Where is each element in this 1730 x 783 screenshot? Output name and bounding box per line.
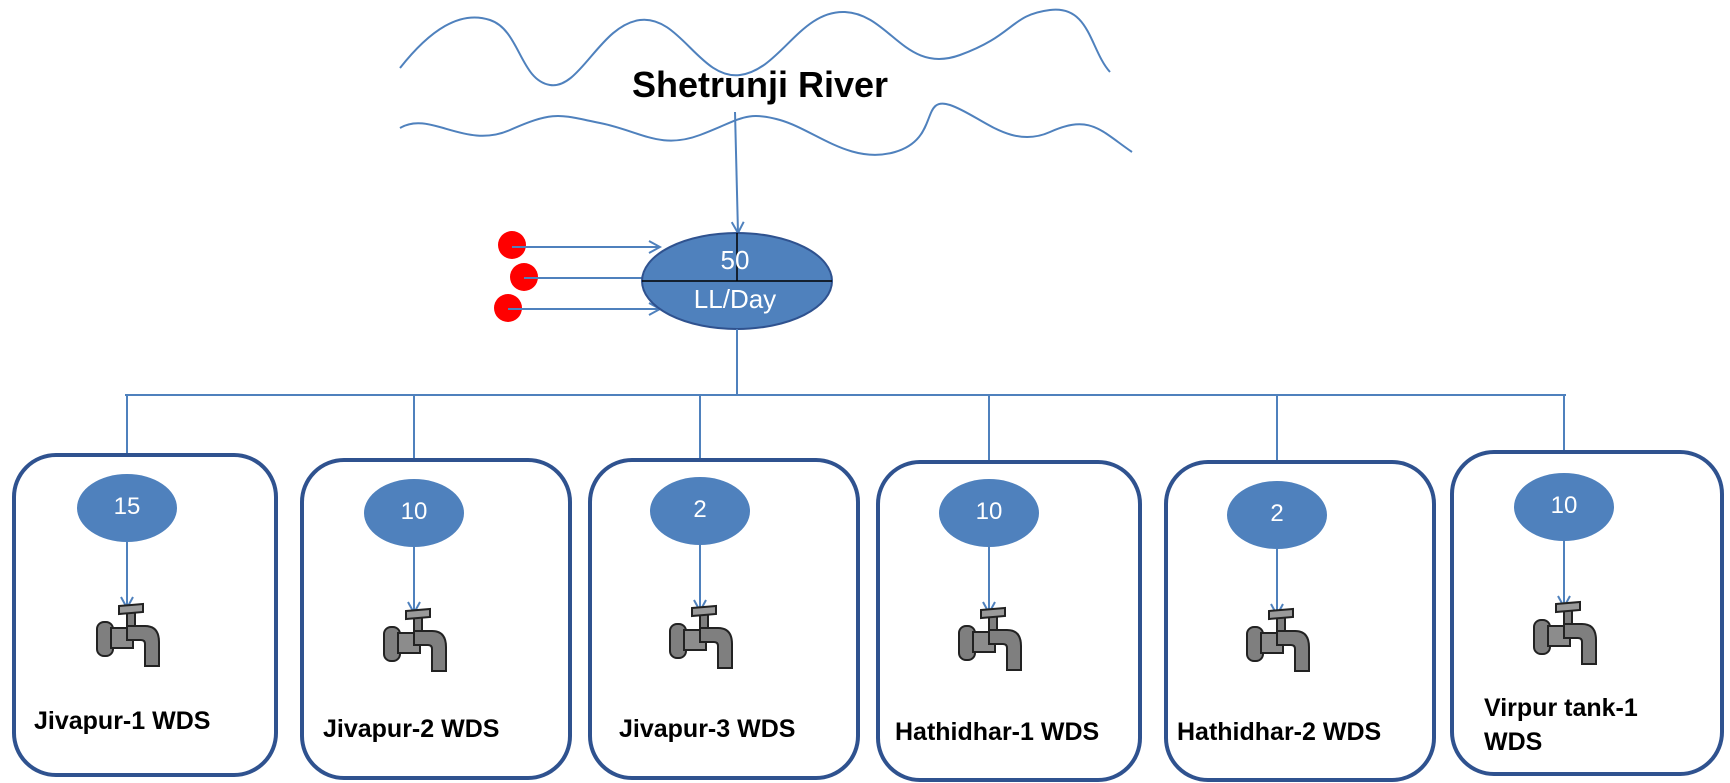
station-5 bbox=[1164, 395, 1436, 782]
station-value-ellipse bbox=[77, 474, 177, 542]
station-box bbox=[300, 458, 572, 780]
tap-icon bbox=[958, 606, 1022, 671]
station-name: Hathidhar-1 WDS bbox=[895, 718, 1100, 746]
station-box bbox=[1450, 450, 1724, 776]
station-4 bbox=[876, 395, 1142, 782]
station-value-ellipse bbox=[1227, 481, 1327, 549]
tap-icon bbox=[383, 607, 447, 672]
tap-icon bbox=[96, 602, 160, 667]
station-name: Hathidhar-2 WDS bbox=[1177, 718, 1382, 746]
river-wave-lower bbox=[399, 102, 1133, 156]
river-title: Shetrunji River bbox=[631, 64, 889, 105]
station-name: Jivapur-1 WDS bbox=[34, 707, 211, 735]
station-name: Jivapur-2 WDS bbox=[323, 715, 500, 743]
station-value: 15 bbox=[113, 493, 141, 520]
station-value-ellipse bbox=[650, 477, 750, 545]
red-dot-icon bbox=[498, 231, 526, 259]
station-value: 2 bbox=[693, 496, 707, 523]
reservoir-unit: LL/Day bbox=[693, 284, 777, 314]
station-value: 10 bbox=[1550, 492, 1578, 519]
station-name: Virpur tank-1 WDS bbox=[1484, 694, 1638, 756]
station-name: Jivapur-3 WDS bbox=[619, 715, 796, 743]
station-value: 10 bbox=[975, 498, 1003, 525]
station-3 bbox=[588, 395, 860, 780]
river-outlet-arrow bbox=[735, 111, 738, 233]
station-box bbox=[1164, 460, 1436, 782]
river-wave-upper bbox=[399, 8, 1111, 87]
station-value: 2 bbox=[1270, 500, 1284, 527]
station-6 bbox=[1450, 395, 1724, 776]
station-box bbox=[876, 460, 1142, 782]
station-value-ellipse bbox=[1514, 473, 1614, 541]
reservoir-value: 50 bbox=[720, 245, 750, 275]
station-value: 10 bbox=[400, 498, 428, 525]
tap-icon bbox=[1246, 607, 1310, 672]
station-box bbox=[588, 458, 860, 780]
station-2 bbox=[300, 395, 572, 780]
tap-icon bbox=[1533, 600, 1597, 665]
station-1 bbox=[12, 395, 278, 777]
station-box bbox=[12, 453, 278, 777]
station-value-ellipse bbox=[364, 479, 464, 547]
tap-icon bbox=[669, 604, 733, 669]
station-value-ellipse bbox=[939, 479, 1039, 547]
